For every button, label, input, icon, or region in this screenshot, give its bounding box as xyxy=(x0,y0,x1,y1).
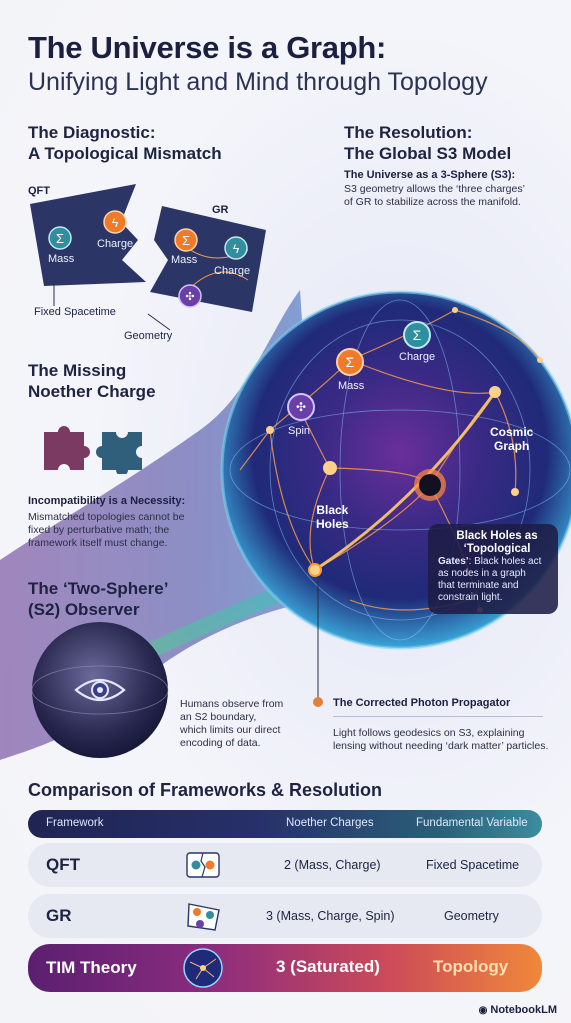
column-header: Fundamental Variable xyxy=(416,817,528,829)
svg-text:Σ: Σ xyxy=(413,327,422,343)
row-framework: QFT xyxy=(46,855,80,874)
gates-callout xyxy=(428,524,558,614)
qft-mass-label: Mass xyxy=(48,253,75,265)
propagator-text: Light follows geodesics on S3, explainin… xyxy=(333,727,549,752)
gr-panel: Σ ϟ ✣ xyxy=(150,206,266,312)
gates-title: Black Holes as ‘Topological xyxy=(456,530,538,555)
diagnostic-heading: The Diagnostic: A Topological Mismatch xyxy=(28,123,222,163)
table-row-highlight: TIM Theory 3 (Saturated) Topology xyxy=(28,944,542,992)
svg-text:Σ: Σ xyxy=(182,233,190,248)
row-variable: Fixed Spacetime xyxy=(426,858,520,872)
puzzle-icon xyxy=(44,426,142,474)
lightning-icon xyxy=(224,236,248,260)
lightning-icon xyxy=(103,210,127,234)
svg-text:ϟ: ϟ xyxy=(233,242,240,256)
propagator-dot xyxy=(313,697,323,707)
callout-lines xyxy=(53,284,171,331)
row-charges: 2 (Mass, Charge) xyxy=(284,858,381,872)
table-header: Framework Noether Charges Fundamental Va… xyxy=(28,810,542,838)
row-charges: 3 (Saturated) xyxy=(276,957,380,976)
gr-thumbnail-icon xyxy=(187,903,220,931)
comparison-heading: Comparison of Frameworks & Resolution xyxy=(28,780,383,800)
row-framework: TIM Theory xyxy=(46,958,137,977)
resolution-text: S3 geometry allows the ‘three charges’ o… xyxy=(344,183,525,208)
footer-brand: ◉ NotebookLM xyxy=(478,1004,557,1016)
divider xyxy=(333,716,543,717)
column-header: Framework xyxy=(46,817,104,829)
gr-mass-label: Mass xyxy=(171,254,198,266)
black-holes-label: Black Holes xyxy=(316,503,349,531)
row-framework: GR xyxy=(46,906,72,925)
column-header: Noether Charges xyxy=(286,817,374,829)
sigma-icon xyxy=(403,321,431,349)
sphere-charge-label: Charge xyxy=(399,351,436,363)
resolution-heading: The Resolution: The Global S3 Model xyxy=(344,123,512,163)
sphere-mass-label: Mass xyxy=(338,380,365,392)
svg-text:ϟ: ϟ xyxy=(112,216,119,230)
noether-bold: Incompatibility is a Necessity: xyxy=(28,495,186,507)
page-title: The Universe is a Graph: xyxy=(28,30,387,65)
qft-thumbnail-icon xyxy=(186,852,220,878)
observer-heading: The ‘Two-Sphere’ (S2) Observer xyxy=(28,579,169,619)
page-subtitle: Unifying Light and Mind through Topology xyxy=(28,68,488,96)
row-charges: 3 (Mass, Charge, Spin) xyxy=(266,909,395,923)
row-variable: Topology xyxy=(433,957,509,976)
table-row: QFT 2 (Mass, Charge) Fixed Spacetime xyxy=(28,843,542,887)
cosmic-graph-thumbnail-icon xyxy=(183,948,223,988)
geometry-label: Geometry xyxy=(124,330,173,342)
sphere-icons: Σ Σ ✣ xyxy=(287,321,431,421)
noether-heading: The Missing Noether Charge xyxy=(28,361,156,401)
gr-spin-label: Spin xyxy=(176,311,199,323)
notebooklm-logo-icon: ◉ xyxy=(478,1005,488,1016)
propagator-title: The Corrected Photon Propagator xyxy=(333,697,511,709)
svg-text:Σ: Σ xyxy=(346,354,355,370)
svg-text:Σ: Σ xyxy=(56,231,64,246)
sphere-spin-label: Spin xyxy=(288,425,311,437)
sigma-icon xyxy=(48,226,72,250)
svg-text:✣: ✣ xyxy=(296,400,306,414)
svg-text:✣: ✣ xyxy=(185,291,194,303)
sigma-icon xyxy=(174,228,198,252)
spin-icon xyxy=(178,284,202,308)
noether-text: Mismatched topologies cannot be fixed by… xyxy=(28,511,185,549)
cosmic-graph-label: Cosmic Graph xyxy=(490,425,534,453)
gr-label: GR xyxy=(212,204,229,216)
spin-icon xyxy=(287,393,315,421)
table-row: GR 3 (Mass, Charge, Spin) Geometry xyxy=(28,894,542,938)
observer-text: Humans observe from an S2 boundary, whic… xyxy=(180,698,284,749)
resolution-bold: The Universe as a 3-Sphere (S3): xyxy=(344,169,516,181)
gr-charge-label: Charge xyxy=(214,265,251,277)
black-hole-node xyxy=(419,474,441,496)
qft-label: QFT xyxy=(28,185,50,197)
eye-icon xyxy=(74,678,126,702)
qft-charge-label: Charge xyxy=(97,238,134,250)
qft-panel: Σ ϟ xyxy=(30,184,146,286)
fixed-spacetime-label: Fixed Spacetime xyxy=(34,306,116,318)
row-variable: Geometry xyxy=(444,909,499,923)
sigma-icon xyxy=(336,348,364,376)
gates-text: Gates’: Black holes act as nodes in a gr… xyxy=(438,556,542,603)
